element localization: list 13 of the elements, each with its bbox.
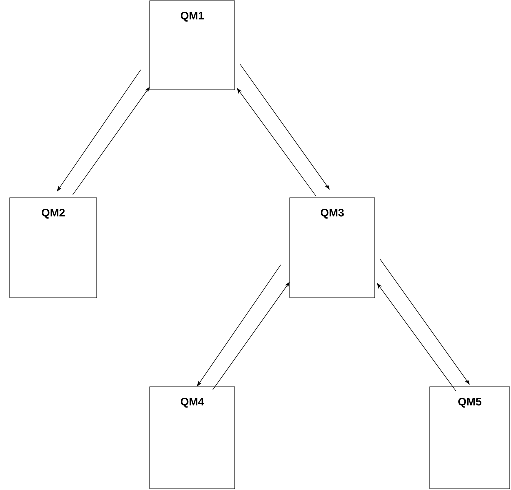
queue-manager-box: QM2 — [10, 198, 98, 298]
arrow — [197, 264, 282, 387]
arrow — [380, 258, 470, 385]
queue-manager-box: QM5 — [430, 386, 510, 490]
arrow — [57, 70, 142, 192]
queue-manager-box: QM1 — [150, 0, 236, 90]
arrow — [212, 282, 290, 390]
arrow — [72, 87, 150, 196]
arrow — [237, 88, 316, 196]
arrow — [377, 283, 456, 392]
arrow — [240, 64, 330, 190]
queue-manager-box: QM3 — [290, 198, 376, 298]
queue-manager-box: QM4 — [150, 386, 236, 490]
